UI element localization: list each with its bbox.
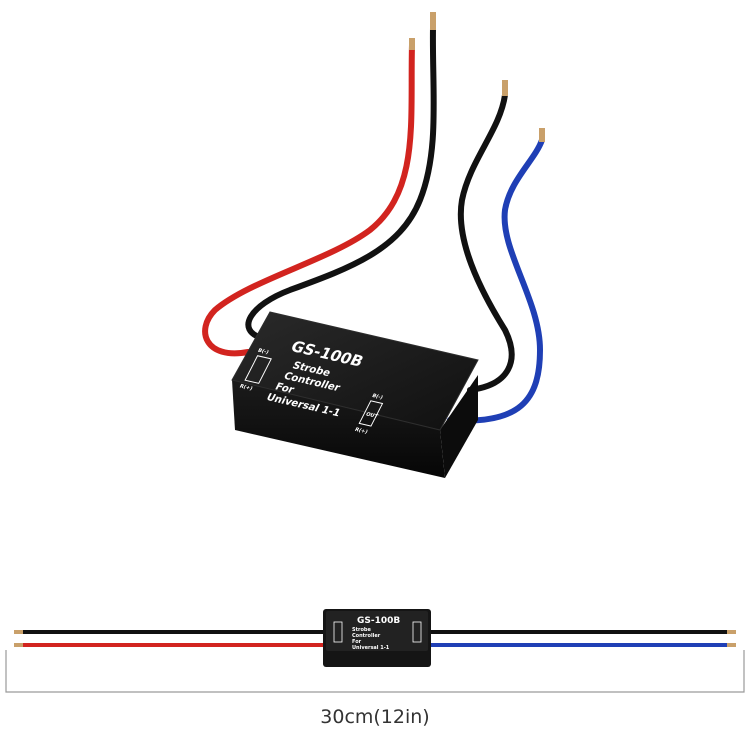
small-label-line-3: For — [352, 639, 362, 645]
output-wires — [447, 80, 545, 424]
small-label-line-4: Universal 1-1 — [352, 645, 390, 651]
small-input-marking — [333, 621, 343, 643]
label-line-3: For — [273, 381, 297, 396]
output-neg-label: B(-) — [371, 393, 384, 401]
left-black-tip — [14, 630, 23, 634]
right-black-tip — [727, 630, 736, 634]
module-end — [440, 375, 478, 478]
input-wires — [202, 12, 437, 357]
black-input-wire — [245, 25, 437, 341]
small-model-label: GS-100B — [357, 616, 400, 626]
blue-output-tip — [539, 128, 545, 142]
input-neg-label: B(-) — [257, 348, 270, 356]
module-top — [231, 311, 479, 431]
output-pos-label: R(+) — [354, 427, 369, 435]
left-red-tip — [14, 643, 23, 647]
red-wire-tip — [409, 38, 415, 50]
input-pos-label: R(+) — [238, 384, 253, 392]
right-blue-tip — [727, 643, 736, 647]
input-marking-box — [244, 355, 272, 384]
measurement-bracket — [5, 650, 745, 693]
small-label-line-2: Controller — [352, 633, 381, 639]
small-module-top — [326, 611, 428, 651]
red-input-wire — [202, 42, 415, 357]
module-side — [232, 380, 445, 478]
controller-module: GS-100B Strobe Controller For Universal … — [231, 311, 479, 478]
black-wire-tip — [430, 12, 436, 30]
output-label: OUT — [365, 412, 380, 420]
black-output-wire — [457, 92, 515, 393]
black-output-tip — [502, 80, 508, 96]
length-caption: 30cm(12in) — [320, 706, 430, 728]
output-marking-box — [358, 400, 384, 427]
small-output-marking — [412, 621, 422, 643]
length-diagram: GS-100B Strobe Controller For Universal … — [5, 609, 745, 693]
blue-output-wire — [447, 137, 545, 424]
small-label-line-1: Strobe — [352, 627, 371, 633]
